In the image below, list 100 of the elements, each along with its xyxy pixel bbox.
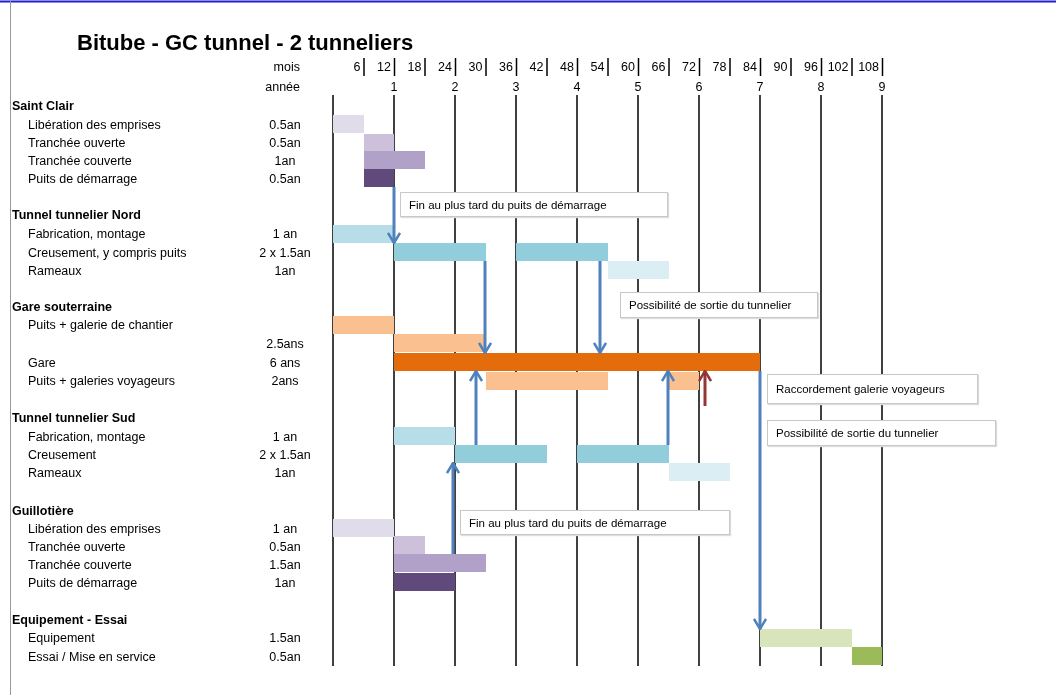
gantt-bar — [394, 554, 486, 572]
gantt-bar — [363, 169, 394, 187]
month-tick: 48 — [560, 60, 574, 75]
duration: 0.5an — [269, 118, 301, 133]
month-tick: 108 — [858, 60, 879, 75]
duration: 0.5an — [269, 650, 301, 665]
year-tick: 1 — [390, 80, 398, 95]
task-name: Libération des emprises — [28, 522, 161, 537]
callout: Fin au plus tard du puits de démarrage — [460, 510, 730, 535]
duration: 2.5ans — [266, 337, 304, 352]
task-name: Rameaux — [28, 466, 82, 481]
duration: 1 an — [272, 522, 298, 537]
gantt-bar — [455, 445, 547, 463]
gantt-bar — [363, 151, 425, 169]
month-tick: 60 — [621, 60, 635, 75]
month-tick: 12 — [377, 60, 391, 75]
month-tick: 36 — [499, 60, 513, 75]
month-tick: 66 — [651, 60, 666, 75]
arrow — [445, 461, 461, 554]
duration: 1 an — [272, 227, 298, 242]
task-name: Libération des emprises — [28, 118, 161, 133]
gantt-bar — [333, 115, 364, 133]
year-tick: 4 — [573, 80, 581, 95]
gantt-bar — [394, 573, 455, 591]
gantt-bar — [485, 372, 608, 390]
gantt-bar — [333, 225, 394, 243]
task-name: Puits de démarrage — [28, 172, 138, 187]
group-heading: Gare souterraine — [12, 300, 113, 315]
duration: 2ans — [271, 374, 299, 389]
duration: 1.5an — [269, 558, 301, 573]
gantt-bar — [607, 261, 669, 279]
month-tick: 30 — [468, 60, 483, 75]
callout: Possibilité de sortie du tunnelier — [620, 292, 818, 318]
callout: Fin au plus tard du puits de démarrage — [400, 192, 668, 217]
task-name: Fabrication, montage — [28, 227, 146, 242]
duration: 1an — [274, 264, 296, 279]
duration: 2 x 1.5an — [259, 448, 311, 463]
duration: 1an — [274, 576, 296, 591]
task-name: Tranchée couverte — [28, 558, 132, 573]
month-tick: 24 — [438, 60, 452, 75]
arrow — [592, 261, 608, 355]
year-tick: 9 — [878, 80, 886, 95]
month-tick: 90 — [773, 60, 788, 75]
gantt-bar — [760, 629, 852, 647]
task-name: Essai / Mise en service — [28, 650, 156, 665]
gantt-bar — [668, 463, 730, 481]
duration: 0.5an — [269, 136, 301, 151]
gantt-bar — [577, 445, 669, 463]
gantt-bar — [394, 536, 425, 554]
task-name: Tranchée ouverte — [28, 540, 126, 555]
gantt-bar — [394, 427, 455, 445]
callout: Raccordement galerie voyageurs — [767, 374, 978, 404]
axis-label: mois — [272, 60, 300, 75]
task-name: Puits + galerie de chantier — [28, 318, 173, 333]
task-name: Rameaux — [28, 264, 82, 279]
task-name: Puits + galeries voyageurs — [28, 374, 175, 389]
month-tick: 54 — [590, 60, 605, 75]
gantt-bar — [333, 519, 394, 537]
month-tick: 96 — [804, 60, 818, 75]
group-heading: Guillotière — [12, 504, 74, 519]
task-name: Puits de démarrage — [28, 576, 138, 591]
task-name: Creusement, y compris puits — [28, 246, 187, 261]
duration: 1.5an — [269, 631, 301, 646]
duration: 0.5an — [269, 172, 301, 187]
gantt-bar — [333, 316, 394, 334]
gantt-bar — [363, 134, 394, 152]
gantt-bar — [394, 353, 760, 371]
group-heading: Tunnel tunnelier Nord — [12, 208, 141, 223]
month-tick: 6 — [353, 60, 361, 75]
duration: 1an — [274, 466, 296, 481]
gantt-bar — [394, 334, 486, 352]
month-tick: 18 — [407, 60, 422, 75]
arrow — [752, 371, 768, 631]
task-name: Creusement — [28, 448, 97, 463]
gantt-bar — [394, 243, 486, 261]
duration: 1 an — [272, 430, 298, 445]
gantt-bar — [516, 243, 608, 261]
arrow — [468, 369, 484, 445]
year-tick: 5 — [634, 80, 642, 95]
arrow — [697, 369, 713, 406]
gantt-bar — [851, 647, 882, 665]
year-tick: 6 — [695, 80, 703, 95]
arrow — [660, 369, 676, 445]
arrow — [386, 187, 402, 245]
month-tick: 78 — [712, 60, 727, 75]
task-name: Equipement — [28, 631, 95, 646]
task-name: Tranchée couverte — [28, 154, 132, 169]
year-tick: 2 — [451, 80, 459, 95]
task-name: Gare — [28, 356, 56, 371]
month-tick: 84 — [743, 60, 757, 75]
year-tick: 3 — [512, 80, 520, 95]
month-tick: 72 — [682, 60, 696, 75]
duration: 2 x 1.5an — [259, 246, 311, 261]
arrow — [477, 261, 493, 355]
group-heading: Equipement - Essai — [12, 613, 128, 628]
year-tick: 7 — [756, 80, 764, 95]
group-heading: Tunnel tunnelier Sud — [12, 411, 136, 426]
task-name: Tranchée ouverte — [28, 136, 126, 151]
duration: 6 ans — [269, 356, 301, 371]
year-tick: 8 — [817, 80, 825, 95]
